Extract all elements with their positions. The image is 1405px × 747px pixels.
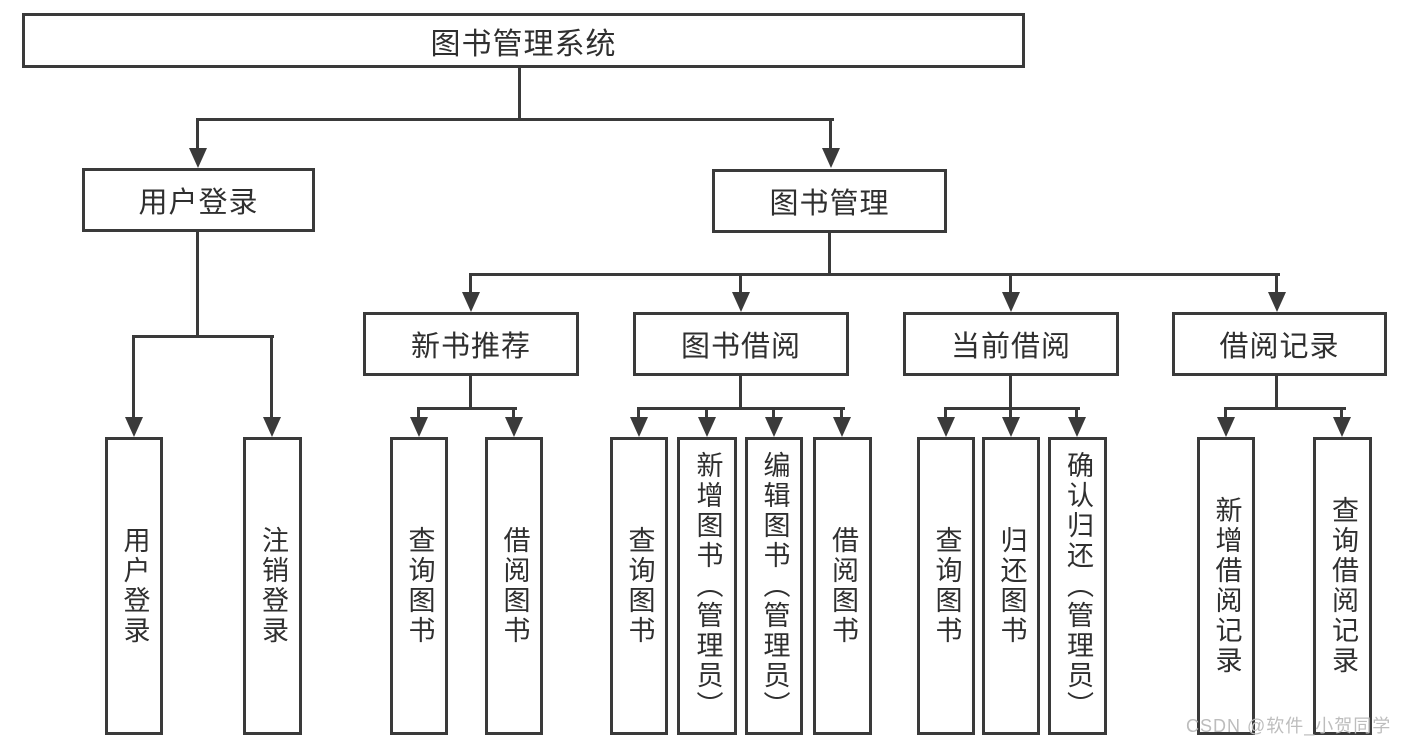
connector-drop-newbook-query (417, 407, 420, 419)
connector-mgmt-hline (469, 273, 1280, 276)
connector-mgmt-stem (828, 233, 831, 273)
connector-newbook-stem (469, 376, 472, 407)
down-arrowhead-icon (1068, 417, 1086, 437)
leaf-newbook-borrow-label: 借阅图书 (499, 526, 530, 646)
node-new-book-rec-label: 新书推荐 (410, 331, 531, 363)
connector-drop-current-borrow (1009, 273, 1012, 295)
leaf-records-add: 新增借阅记录 (1197, 437, 1255, 735)
down-arrowhead-icon (462, 292, 480, 312)
leaf-borrow-borrow: 借阅图书 (813, 437, 872, 735)
leaf-borrow-borrow-label: 借阅图书 (828, 526, 858, 646)
down-arrowhead-icon (125, 417, 143, 437)
node-borrow-records-label: 借阅记录 (1219, 331, 1340, 363)
leaf-current-query-label: 查询图书 (931, 526, 962, 646)
leaf-records-query: 查询借阅记录 (1313, 437, 1372, 735)
leaf-user-login-label: 用户登录 (119, 526, 150, 646)
connector-drop-records-add (1224, 407, 1227, 419)
connector-records-stem (1275, 376, 1278, 407)
connector-drop-current-query (944, 407, 947, 419)
down-arrowhead-icon (1217, 417, 1235, 437)
leaf-logout: 注销登录 (243, 437, 302, 735)
down-arrowhead-icon (630, 417, 648, 437)
leaf-current-query: 查询图书 (917, 437, 975, 735)
connector-drop-book-borrow (739, 273, 742, 295)
down-arrowhead-icon (1268, 292, 1286, 312)
down-arrowhead-icon (765, 417, 783, 437)
node-current-borrow: 当前借阅 (903, 312, 1119, 376)
connector-root-hline (196, 118, 834, 121)
leaf-logout-label: 注销登录 (258, 526, 288, 646)
down-arrowhead-icon (1333, 417, 1351, 437)
leaf-borrow-edit: 编辑图书（管理员） (745, 437, 803, 735)
leaf-borrow-add-label: 新增图书（管理员） (692, 451, 723, 721)
connector-root-stem (518, 68, 521, 118)
down-arrowhead-icon (732, 292, 750, 312)
connector-drop-borrow-query (637, 407, 640, 419)
down-arrowhead-icon (263, 417, 281, 437)
node-user-login-label: 用户登录 (138, 187, 259, 219)
connector-borrow-stem (739, 376, 742, 407)
node-book-borrow-label: 图书借阅 (680, 331, 801, 363)
leaf-current-confirm: 确认归还（管理员） (1048, 437, 1107, 735)
connector-drop-book-mgmt (829, 118, 832, 150)
leaf-newbook-query: 查询图书 (390, 437, 448, 735)
down-arrowhead-icon (833, 417, 851, 437)
node-book-borrow: 图书借阅 (633, 312, 849, 376)
down-arrowhead-icon (410, 417, 428, 437)
node-new-book-rec: 新书推荐 (363, 312, 579, 376)
leaf-borrow-query-label: 查询图书 (624, 526, 655, 646)
connector-records-hline (1224, 407, 1346, 410)
node-borrow-records: 借阅记录 (1172, 312, 1387, 376)
leaf-borrow-add: 新增图书（管理员） (677, 437, 737, 735)
leaf-user-login: 用户登录 (105, 437, 163, 735)
down-arrowhead-icon (1002, 417, 1020, 437)
leaf-current-return-label: 归还图书 (996, 526, 1027, 646)
leaf-current-return: 归还图书 (982, 437, 1040, 735)
leaf-records-add-label: 新增借阅记录 (1211, 496, 1242, 676)
connector-drop-borrow-add (705, 407, 708, 419)
connector-user-hline (132, 335, 274, 338)
node-book-mgmt-label: 图书管理 (769, 188, 890, 220)
connector-drop-borrow-edit (772, 407, 775, 419)
connector-drop-records-query (1340, 407, 1343, 419)
leaf-newbook-query-label: 查询图书 (404, 526, 435, 646)
connector-drop-current-return (1009, 407, 1012, 419)
node-library-system-label: 图书管理系统 (430, 27, 617, 61)
leaf-records-query-label: 查询借阅记录 (1328, 496, 1358, 676)
down-arrowhead-icon (822, 148, 840, 168)
connector-drop-user-login (196, 118, 199, 150)
down-arrowhead-icon (505, 417, 523, 437)
connector-user-stem (196, 232, 199, 335)
connector-current-hline (944, 407, 1080, 410)
connector-drop-borrow-borrow (840, 407, 843, 419)
connector-drop-newbook-borrow (512, 407, 515, 419)
down-arrowhead-icon (698, 417, 716, 437)
csdn-watermark: CSDN @软件_小贺同学 (1186, 716, 1392, 736)
leaf-borrow-query: 查询图书 (610, 437, 668, 735)
node-book-mgmt: 图书管理 (712, 169, 947, 233)
connector-drop-leaf-logout (270, 335, 273, 417)
connector-borrow-hline (637, 407, 845, 410)
down-arrowhead-icon (1002, 292, 1020, 312)
connector-drop-leaf-login (132, 335, 135, 417)
connector-drop-borrow-records (1275, 273, 1278, 295)
node-library-system: 图书管理系统 (22, 13, 1025, 68)
connector-newbook-hline (417, 407, 517, 410)
node-current-borrow-label: 当前借阅 (950, 331, 1071, 363)
leaf-borrow-edit-label: 编辑图书（管理员） (759, 451, 790, 721)
down-arrowhead-icon (937, 417, 955, 437)
connector-drop-new-book-rec (469, 273, 472, 295)
connector-drop-current-confirm (1075, 407, 1078, 419)
down-arrowhead-icon (189, 148, 207, 168)
leaf-newbook-borrow: 借阅图书 (485, 437, 543, 735)
node-user-login: 用户登录 (82, 168, 315, 232)
leaf-current-confirm-label: 确认归还（管理员） (1063, 451, 1093, 721)
connector-current-stem (1009, 376, 1012, 407)
